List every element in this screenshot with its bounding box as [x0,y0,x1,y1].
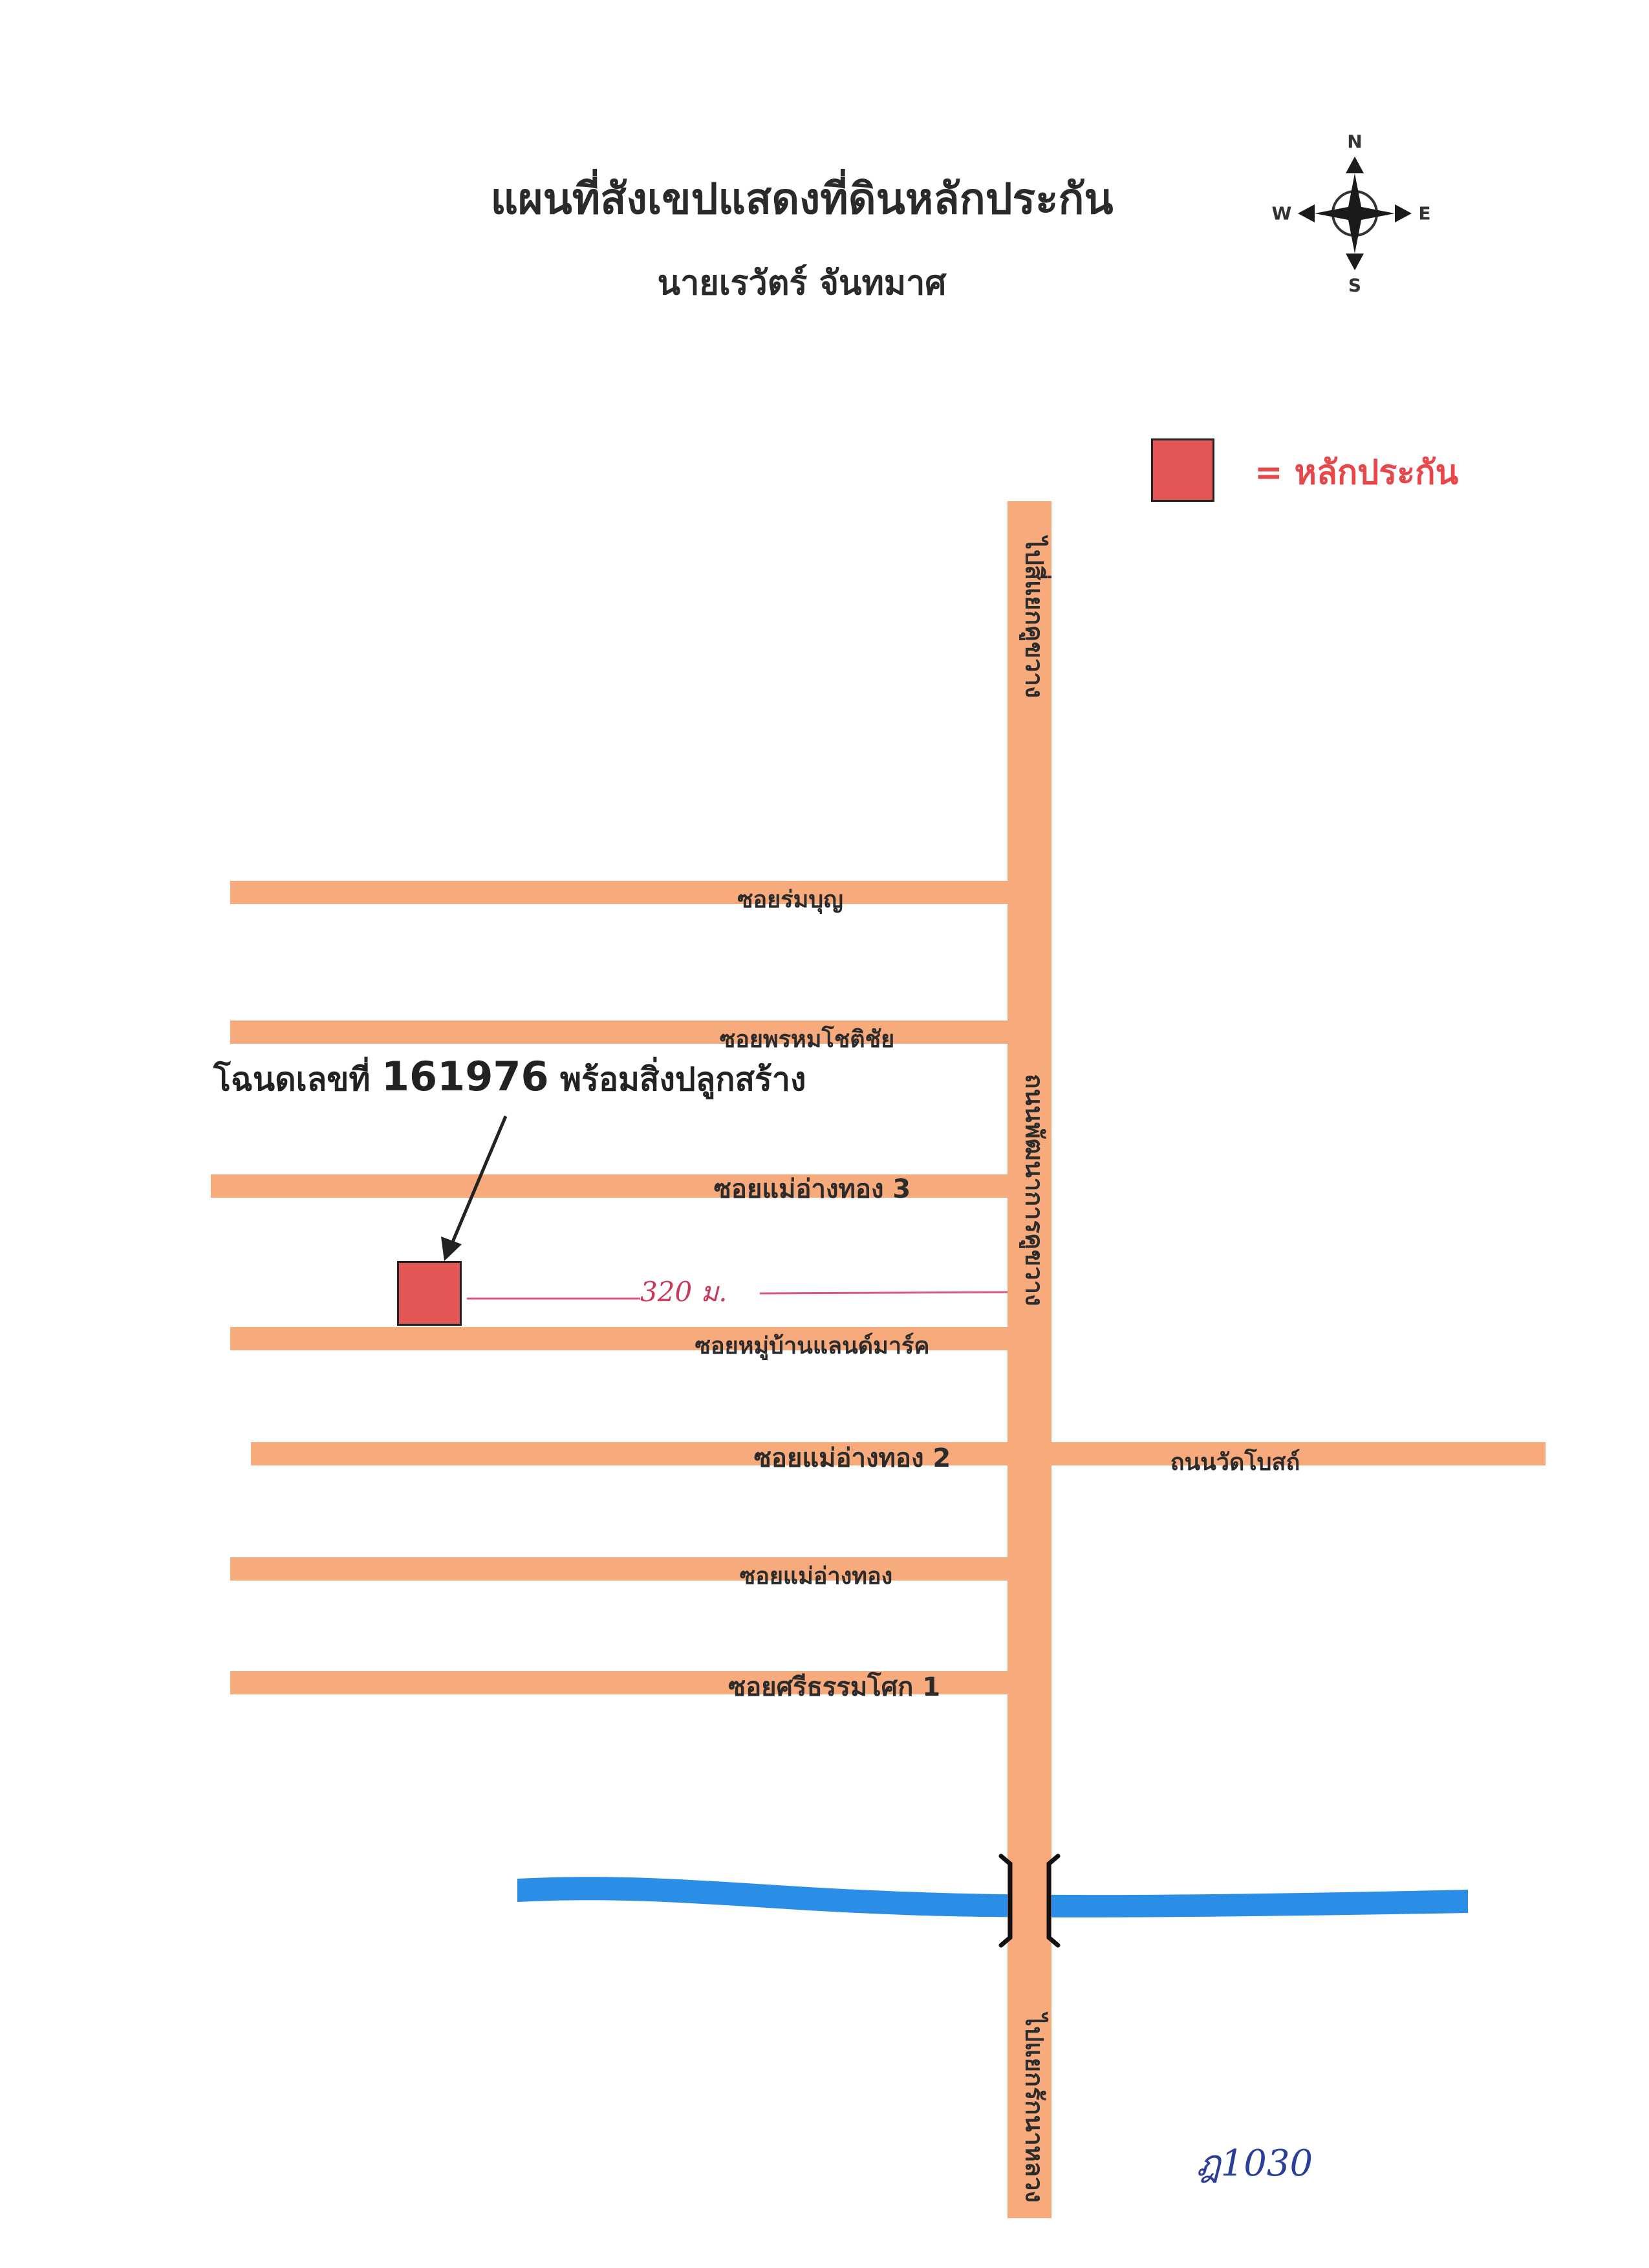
main-road-name-label: ถนนพัฒนาการคูขวาง [1020,1074,1049,1306]
deed-label: โฉนดเลขที่ 161976 พร้อมสิ่งปลูกสร้าง [213,1053,806,1105]
deed-label-prefix: โฉนดเลขที่ [213,1061,371,1098]
main-road-north-label: ไปสี่แยกคูขวาง [1020,537,1049,698]
owner-name: นายเรวัตร์ จันทมาศ [657,264,947,303]
main-road [1008,501,1051,2218]
distance-note: 320 ม. [640,1276,727,1308]
street-label: ซอยร่มบุญ [737,887,843,913]
street-mae-ang-thong-2 [251,1442,1032,1465]
street-label: ซอยหมู่บ้านแลนด์มาร์ค [695,1333,930,1359]
street-wat-bot [1048,1442,1546,1465]
legend-label: = หลักประกัน [1255,453,1459,492]
street-phromchotichai [230,1021,1032,1044]
street-sri-thammasok-1 [230,1671,1032,1694]
street-label: ซอยศรีธรรมโศก 1 [727,1672,941,1702]
street-label: ซอยแม่อ่างทอง 3 [713,1174,911,1204]
handwritten-page-reference: ฎ1030 [1196,2143,1313,2185]
compass-east-label: E [1418,202,1431,224]
deed-number: 161976 [381,1053,549,1100]
main-road-south-label: ไปแยกรักนาหลวง [1020,2014,1049,2203]
collateral-property-marker [397,1261,462,1326]
street-label: ซอยพรหมโชติชัย [719,1026,895,1053]
street-label: ซอยแม่อ่างทอง 2 [753,1443,951,1473]
street-landmark-village [230,1327,1032,1350]
compass-north-label: N [1347,131,1363,153]
deed-label-suffix: พร้อมสิ่งปลูกสร้าง [560,1061,806,1098]
map-title: แผนที่สังเขปแสดงที่ดินหลักประกัน [490,174,1114,224]
compass-west-label: W [1271,202,1292,224]
compass-south-label: S [1348,274,1362,296]
street-rombun [230,881,1032,904]
street-label: ซอยแม่อ่างทอง [739,1563,893,1590]
street-mae-ang-thong [230,1557,1032,1581]
legend-swatch [1151,438,1214,502]
east-road-label: ถนนวัดโบสถ์ [1170,1449,1300,1476]
street-mae-ang-thong-3 [211,1174,1032,1198]
